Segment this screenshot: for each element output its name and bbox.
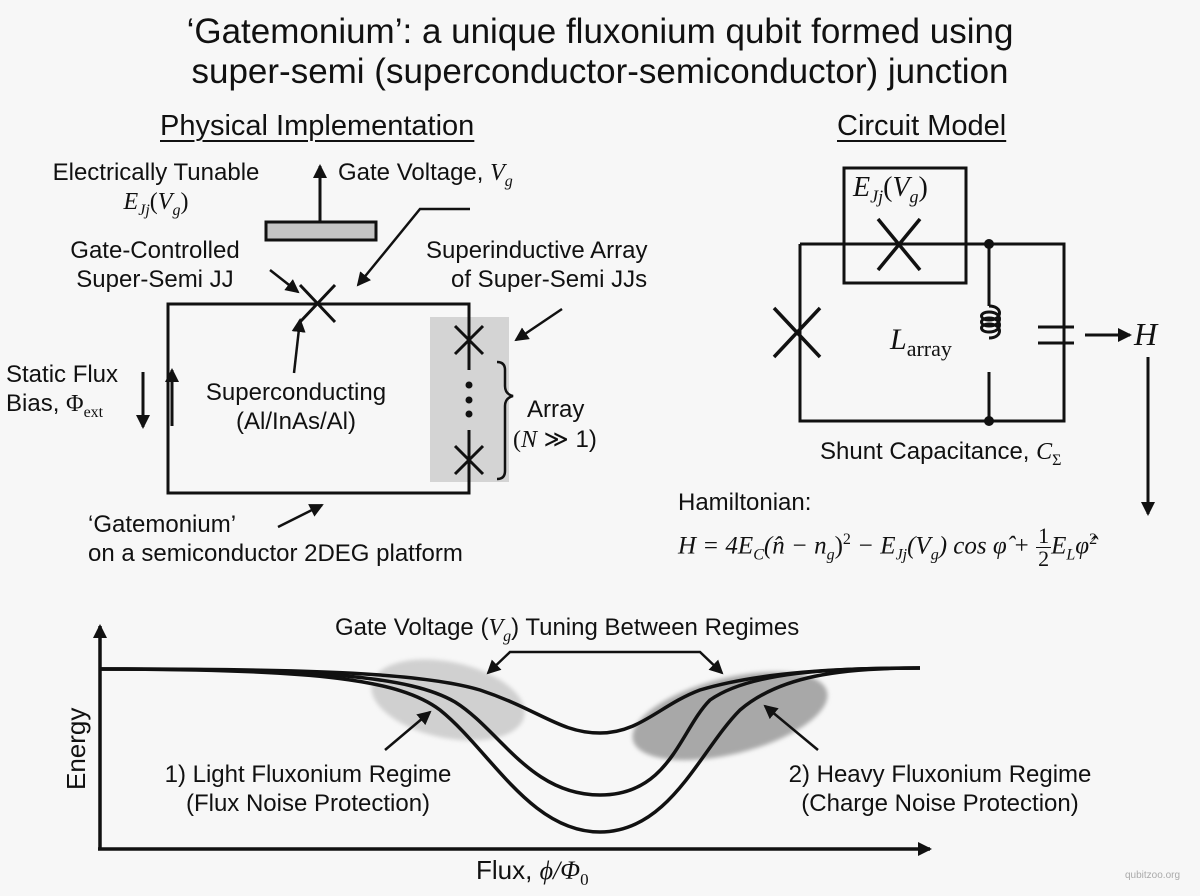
tunable-jj-label: EJj(Vg)	[853, 172, 928, 207]
circuit-node	[984, 239, 994, 249]
gate-leader-line	[356, 207, 470, 287]
superconducting-label: Superconducting (Al/InAs/Al)	[205, 379, 387, 435]
array-pointer-arrow	[514, 307, 563, 342]
physical-implementation-heading: Physical Implementation	[160, 110, 475, 142]
light-regime-pointer-arrow	[384, 710, 432, 751]
energy-axis-label: Energy	[61, 707, 91, 790]
tunable-jj-cross-icon	[876, 217, 922, 272]
platform-label: ‘Gatemonium’ on a semiconductor 2DEG pla…	[88, 511, 463, 567]
gate-jj-pointer-arrow	[269, 269, 300, 294]
energy-curve-deep	[99, 666, 921, 834]
title-line-2: super-semi (superconductor-semiconductor…	[191, 52, 1009, 91]
light-regime-label: 1) Light Fluxonium Regime (Flux Noise Pr…	[164, 761, 452, 817]
array-jj-cross-icon	[453, 444, 485, 476]
flux-axis-label: Flux, ϕ/Φ0	[476, 855, 589, 890]
heavy-regime-pointer-arrow	[763, 704, 819, 751]
circuit-model-heading: Circuit Model	[837, 110, 1007, 142]
circuit-schematic	[798, 166, 1074, 423]
shunt-jj-cross-icon	[772, 306, 822, 359]
energy-curve-mid	[99, 666, 921, 797]
tunable-jj-box	[842, 166, 968, 285]
hamiltonian-symbol-h: H	[1134, 316, 1158, 352]
title-line-1: ‘Gatemonium’: a unique fluxonium qubit f…	[186, 12, 1014, 51]
tunable-label: Electrically Tunable EJj(Vg)	[52, 159, 260, 219]
heavy-regime-label: 2) Heavy Fluxonium Regime (Charge Noise …	[788, 761, 1092, 817]
tuning-label: Gate Voltage (Vg) Tuning Between Regimes	[335, 614, 800, 645]
inductor-label: Larray	[890, 323, 952, 361]
energy-curve-shallow	[99, 666, 921, 735]
array-jj-cross-icon	[453, 324, 485, 356]
array-brace	[496, 360, 514, 481]
array-dot	[465, 381, 473, 389]
gate-jj-label: Gate-Controlled Super-Semi JJ	[70, 237, 240, 293]
hamiltonian-label: Hamiltonian:	[678, 489, 812, 516]
gate-electrode	[264, 220, 378, 242]
array-brace-label: Array	[527, 396, 585, 423]
array-dot	[465, 396, 473, 404]
array-dot	[465, 410, 473, 418]
flux-bias-label: Static Flux Bias, Φext	[6, 361, 119, 421]
heavy-regime-region	[632, 671, 828, 761]
gate-jj-cross-icon	[298, 283, 337, 324]
inductor-coil-icon	[980, 304, 1001, 340]
superconducting-pointer-arrow	[291, 318, 306, 374]
watermark: qubitzoo.org	[1125, 870, 1181, 881]
gate-voltage-label: Gate Voltage, Vg	[338, 159, 513, 190]
tuning-bracket-right	[600, 650, 724, 675]
tuning-bracket-left	[486, 650, 600, 675]
array-n-label: (N ≫ 1)	[513, 426, 597, 453]
platform-pointer-arrow	[277, 503, 324, 529]
array-label: Superinductive Array of Super-Semi JJs	[426, 237, 648, 293]
energy-curves	[99, 666, 921, 834]
shunt-capacitance-label: Shunt Capacitance, CΣ	[820, 438, 1062, 469]
circuit-node	[984, 416, 994, 426]
